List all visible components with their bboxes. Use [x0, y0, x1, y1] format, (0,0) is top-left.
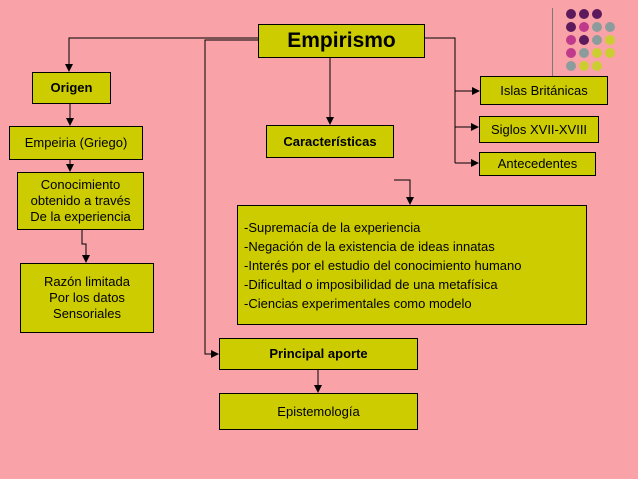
origen-box: Origen: [32, 72, 111, 104]
list-item: -Negación de la existencia de ideas inna…: [244, 238, 495, 254]
arrow-to-razon: [81, 230, 90, 263]
page-title: Empirismo: [287, 29, 396, 52]
antecedentes-label: Antecedentes: [497, 156, 578, 171]
list-item: -Dificultad o imposibilidad de una metaf…: [244, 276, 498, 292]
list-item: -Supremacía de la experiencia: [244, 219, 421, 235]
principal-aporte-box: Principal aporte: [219, 338, 418, 370]
islas-box: Islas Británicas: [480, 76, 608, 105]
title-box: Empirismo: [258, 24, 425, 58]
decor-dot: [566, 48, 576, 58]
antecedentes-box: Antecedentes: [479, 152, 596, 176]
decor-dot: [592, 35, 602, 45]
decor-dot: [579, 35, 589, 45]
decor-dot: [579, 9, 589, 19]
decor-dot: [566, 9, 576, 19]
conocimiento-box: Conocimiento obtenido a través De la exp…: [17, 172, 144, 230]
arrow-to-islas: [425, 37, 480, 95]
islas-label: Islas Británicas: [500, 82, 588, 98]
list-item: -Interés por el estudio del conocimiento…: [244, 257, 522, 273]
decor-dot: [605, 35, 615, 45]
epistemologia-box: Epistemología: [219, 393, 418, 430]
decor-vertical-line: [552, 8, 553, 88]
decor-dot: [592, 61, 602, 71]
decor-dot: [579, 61, 589, 71]
epistemologia-label: Epistemología: [277, 403, 360, 419]
list-item: -Ciencias experimentales como modelo: [244, 295, 472, 311]
arrow-to-principal-aporte: [204, 39, 258, 358]
empeiria-box: Empeiria (Griego): [9, 126, 143, 160]
decor-dot: [579, 48, 589, 58]
decor-dot: [566, 61, 576, 71]
decor-dot: [605, 48, 615, 58]
decor-dot: [592, 48, 602, 58]
decor-dot: [579, 22, 589, 32]
principal-aporte-label: Principal aporte: [269, 346, 368, 361]
decor-dot: [592, 22, 602, 32]
caracteristicas-box: Características: [266, 125, 394, 158]
decor-dot: [605, 22, 615, 32]
caracteristicas-label: Características: [283, 133, 377, 149]
conocimiento-label: Conocimiento obtenido a través De la exp…: [30, 177, 131, 224]
razon-box: Razón limitada Por los datos Sensoriales: [20, 263, 154, 333]
decor-dot: [592, 9, 602, 19]
arrow-to-origen: [65, 37, 258, 72]
arrow-to-list: [394, 179, 414, 205]
razon-label: Razón limitada Por los datos Sensoriales: [44, 274, 130, 321]
decor-dot: [566, 22, 576, 32]
siglos-label: Siglos XVII-XVIII: [490, 121, 588, 137]
decor-dot: [566, 35, 576, 45]
caracteristicas-list: -Supremacía de la experiencia -Negación …: [237, 205, 587, 325]
origen-label: Origen: [50, 80, 93, 95]
siglos-box: Siglos XVII-XVIII: [479, 116, 599, 143]
empeiria-label: Empeiria (Griego): [24, 135, 128, 150]
